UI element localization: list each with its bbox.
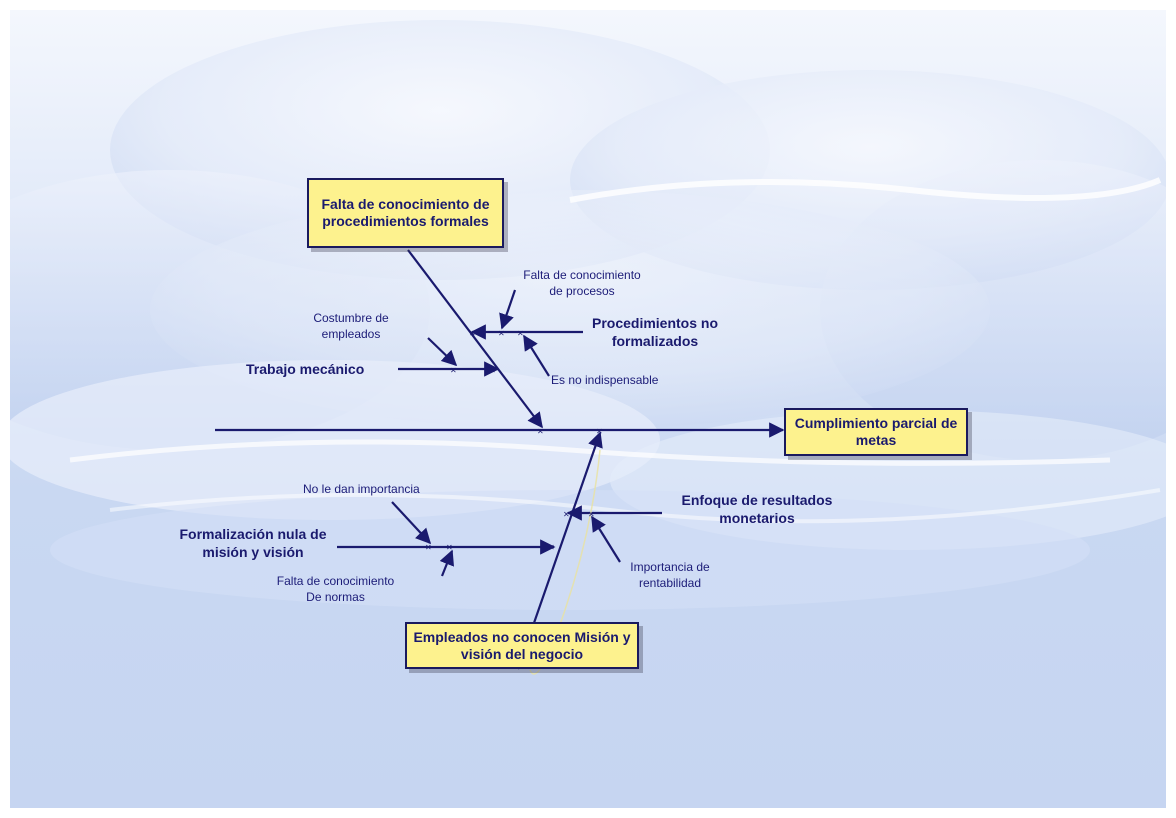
cause-trabajo: Trabajo mecánico bbox=[246, 361, 365, 377]
sub-falta-procesos-arrow bbox=[499, 289, 517, 330]
sub-no-importancia-arrow bbox=[391, 501, 432, 545]
svg-text:✕: ✕ bbox=[517, 329, 524, 338]
subcause-no-importancia: No le dan importancia bbox=[303, 482, 420, 496]
svg-text:✕: ✕ bbox=[563, 510, 570, 519]
subcause-falta-procesos: Falta de conocimiento de procesos bbox=[523, 268, 641, 298]
svg-text:✕: ✕ bbox=[498, 329, 505, 338]
cloud-background bbox=[10, 20, 1166, 610]
effect-label: Cumplimiento parcial de metas bbox=[794, 415, 958, 448]
svg-text:✕: ✕ bbox=[446, 543, 453, 552]
svg-text:✕: ✕ bbox=[469, 329, 476, 338]
category-top-label: Falta de conocimiento de procedimientos … bbox=[321, 196, 490, 229]
svg-text:✕: ✕ bbox=[548, 543, 555, 552]
svg-text:✕: ✕ bbox=[450, 366, 457, 375]
cause-enfoque: Enfoque de resultados monetarios bbox=[681, 492, 833, 526]
svg-text:✕: ✕ bbox=[489, 366, 496, 375]
effect-box: Cumplimiento parcial de metas bbox=[784, 408, 968, 456]
sub-falta-normas-arrow bbox=[439, 549, 455, 577]
sub-costumbre-arrow bbox=[427, 337, 458, 367]
cause-formalizacion: Formalización nula de misión y visión bbox=[179, 526, 327, 560]
cause-procedimientos: Procedimientos no formalizados bbox=[591, 315, 719, 349]
sub-rentabilidad-arrow bbox=[591, 515, 621, 563]
fishbone-lines: ✕ ✕ ✕ ✕ ✕ ✕ ✕ ✕ ✕ ✕ ✕ ✕ bbox=[215, 249, 785, 675]
subcause-costumbre: Costumbre de empleados bbox=[313, 311, 389, 341]
category-box-bottom: Empleados no conocen Misión y visión del… bbox=[405, 622, 639, 669]
subcause-es-no-indispensable: Es no indispensable bbox=[551, 373, 659, 387]
sub-es-no-indispensable-arrow bbox=[523, 334, 550, 377]
svg-text:✕: ✕ bbox=[537, 427, 544, 436]
category-box-top: Falta de conocimiento de procedimientos … bbox=[307, 178, 504, 248]
diagram-canvas: ✕ ✕ ✕ ✕ ✕ ✕ ✕ ✕ ✕ ✕ ✕ ✕ Falta de conocimiento d… bbox=[10, 10, 1166, 808]
category-bottom-label: Empleados no conocen Misión y visión del… bbox=[413, 628, 631, 662]
svg-text:✕: ✕ bbox=[588, 510, 595, 519]
subcause-falta-normas: Falta de conocimiento De normas bbox=[276, 574, 395, 604]
svg-text:✕: ✕ bbox=[425, 543, 432, 552]
subcause-rentabilidad: Importancia de rentabilidad bbox=[630, 560, 710, 590]
svg-text:✕: ✕ bbox=[596, 427, 603, 436]
